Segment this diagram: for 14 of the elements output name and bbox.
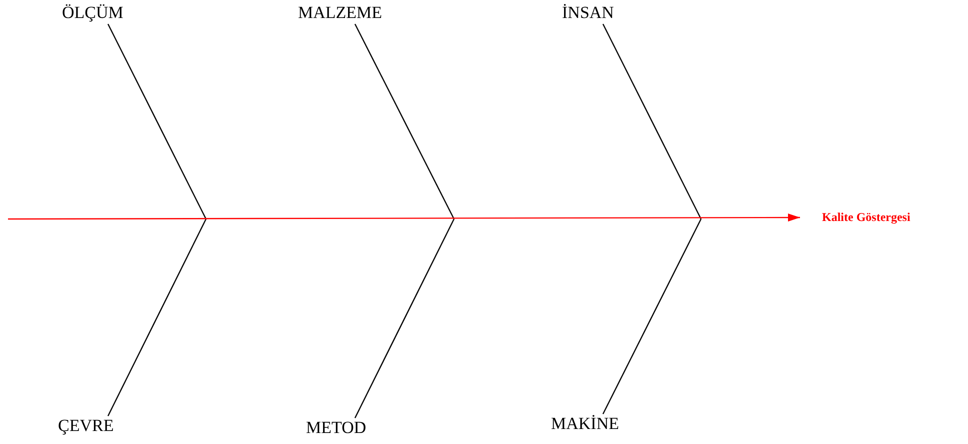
bone-line (107, 24, 207, 220)
bone-line (354, 24, 455, 220)
category-label: İNSAN (562, 4, 614, 23)
bone-line (107, 218, 207, 416)
bone-line (602, 24, 702, 220)
category-label: MALZEME (298, 4, 382, 23)
effect-label: Kalite Göstergesi (822, 211, 910, 224)
category-label: ÖLÇÜM (62, 4, 124, 23)
bone-line (602, 218, 702, 414)
category-label: MAKİNE (551, 415, 619, 434)
category-label: ÇEVRE (58, 417, 114, 436)
bone-line (354, 218, 455, 418)
spine-arrow (8, 214, 800, 222)
category-label: METOD (306, 419, 366, 438)
